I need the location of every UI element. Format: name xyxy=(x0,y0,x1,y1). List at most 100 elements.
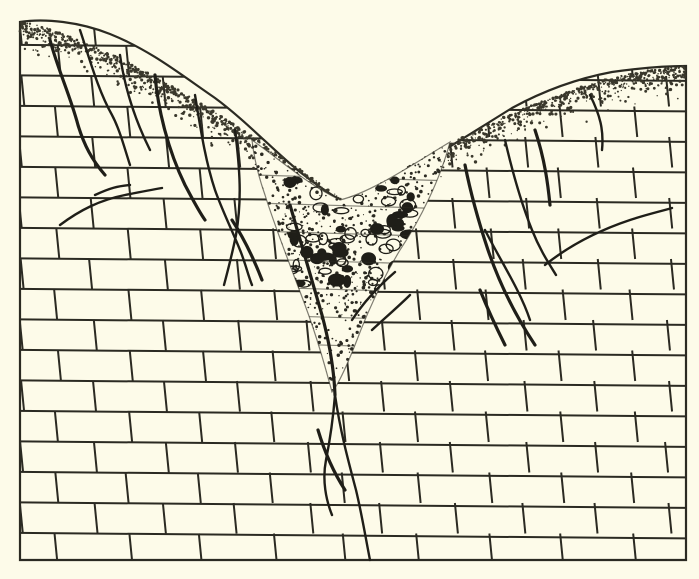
soil-grain xyxy=(210,120,213,123)
soil-grain xyxy=(626,83,627,84)
grain xyxy=(345,320,347,322)
soil-grain xyxy=(595,85,597,87)
soil-grain xyxy=(316,180,317,181)
soil-grain xyxy=(472,139,475,142)
soil-grain xyxy=(102,52,104,54)
grain xyxy=(416,181,418,183)
soil-grain xyxy=(202,116,203,117)
soil-grain xyxy=(114,63,116,65)
soil-grain xyxy=(129,78,132,81)
grain xyxy=(291,253,293,255)
soil-grain xyxy=(169,89,172,92)
grain xyxy=(350,301,353,304)
pebble xyxy=(407,193,414,201)
soil-grain xyxy=(134,87,137,90)
soil-grain xyxy=(184,105,187,108)
soil-grain xyxy=(61,33,64,36)
grain xyxy=(357,232,359,234)
grain xyxy=(348,244,349,245)
soil-grain xyxy=(221,123,223,125)
soil-grain xyxy=(92,48,94,50)
soil-grain xyxy=(205,109,207,111)
soil-grain xyxy=(612,99,613,100)
soil-grain xyxy=(575,100,578,103)
soil-grain xyxy=(465,141,467,143)
grain xyxy=(354,254,356,256)
grain xyxy=(415,171,417,173)
soil-grain xyxy=(664,67,666,69)
grain xyxy=(359,240,362,243)
soil-grain xyxy=(667,67,670,70)
soil-grain xyxy=(35,37,38,40)
soil-grain xyxy=(526,112,528,114)
soil-grain xyxy=(548,112,551,115)
grain xyxy=(304,216,306,218)
soil-grain xyxy=(478,131,481,134)
grain xyxy=(318,335,321,338)
soil-grain xyxy=(131,82,133,84)
soil-grain xyxy=(31,29,33,31)
soil-grain xyxy=(181,113,183,115)
soil-grain xyxy=(524,128,526,130)
soil-grain xyxy=(246,150,248,152)
soil-grain xyxy=(118,68,120,70)
soil-grain xyxy=(127,63,128,64)
grain xyxy=(365,272,367,274)
soil-grain xyxy=(46,31,49,34)
soil-grain xyxy=(224,119,226,121)
soil-grain xyxy=(652,77,653,78)
soil-grain xyxy=(661,81,663,83)
soil-grain xyxy=(517,130,519,132)
soil-grain xyxy=(599,90,600,91)
soil-grain xyxy=(211,115,214,118)
soil-grain xyxy=(189,104,192,107)
soil-grain xyxy=(64,49,66,51)
soil-grain xyxy=(164,94,166,96)
soil-grain xyxy=(146,72,149,75)
grain xyxy=(345,224,347,226)
soil-grain xyxy=(212,127,213,128)
soil-grain xyxy=(516,138,518,140)
grain xyxy=(346,306,349,309)
soil-grain xyxy=(653,78,654,79)
grain xyxy=(345,295,348,298)
grain xyxy=(318,213,320,215)
soil-grain xyxy=(522,114,523,115)
soil-grain xyxy=(233,125,235,127)
soil-grain xyxy=(668,70,670,72)
soil-grain xyxy=(61,37,62,38)
soil-grain xyxy=(683,66,686,69)
grain xyxy=(357,324,360,327)
soil-grain xyxy=(531,120,532,121)
soil-grain xyxy=(582,96,585,99)
soil-grain xyxy=(243,130,245,132)
grain xyxy=(424,174,427,177)
soil-grain xyxy=(188,96,190,98)
soil-grain xyxy=(522,108,525,111)
soil-grain xyxy=(581,91,583,93)
soil-grain xyxy=(483,150,484,151)
soil-grain xyxy=(331,193,332,194)
soil-grain xyxy=(493,129,496,132)
soil-grain xyxy=(489,124,491,126)
grain xyxy=(371,283,373,285)
soil-grain xyxy=(161,93,163,95)
soil-grain xyxy=(39,33,41,35)
grain xyxy=(365,311,367,313)
soil-grain xyxy=(303,173,306,176)
soil-grain xyxy=(551,97,554,100)
grain xyxy=(368,286,371,289)
soil-grain xyxy=(59,33,61,35)
grain xyxy=(351,208,353,210)
soil-grain xyxy=(74,43,77,46)
soil-grain xyxy=(265,147,267,149)
soil-grain xyxy=(227,134,229,136)
grain xyxy=(351,314,353,316)
soil-grain xyxy=(63,36,64,37)
soil-grain xyxy=(634,103,635,104)
grain xyxy=(308,227,311,230)
soil-grain xyxy=(166,91,167,92)
soil-grain xyxy=(298,168,301,171)
grain xyxy=(317,280,318,281)
soil-grain xyxy=(619,100,621,102)
